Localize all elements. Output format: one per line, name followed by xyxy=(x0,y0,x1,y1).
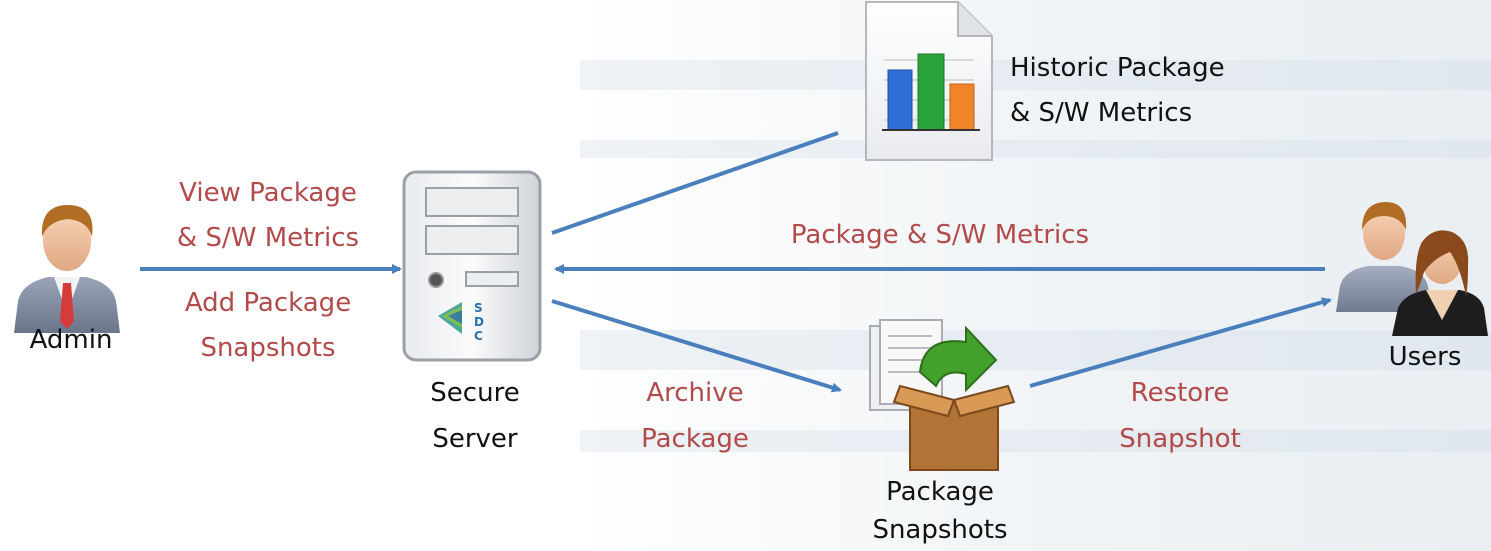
sdc-logo-icon xyxy=(438,302,462,334)
secure-server-icon: S D C xyxy=(402,170,542,362)
secure-server-label-line1: Secure xyxy=(430,378,520,408)
svg-text:D: D xyxy=(474,315,484,329)
arrow-snapshots-to-users xyxy=(1029,297,1332,388)
metrics-document-label-line1: Historic Package xyxy=(1010,53,1225,83)
edge-label-archive-package-line2: Package xyxy=(641,424,749,454)
secure-server-label-line2: Server xyxy=(432,424,518,454)
background-panel xyxy=(580,0,1491,551)
metrics-document-icon xyxy=(865,1,993,161)
svg-text:C: C xyxy=(474,329,483,343)
admin-label: Admin xyxy=(29,325,113,355)
package-snapshots-label-line2: Snapshots xyxy=(872,515,1008,545)
users-group-icon xyxy=(1336,202,1488,336)
metrics-document-label-line2: & S/W Metrics xyxy=(1010,98,1193,128)
edge-label-add-package-line2: Snapshots xyxy=(200,333,336,363)
package-snapshots-label-line1: Package xyxy=(886,477,994,507)
package-snapshots-icon xyxy=(869,319,1016,471)
edge-label-package-sw-metrics: Package & S/W Metrics xyxy=(790,220,1090,250)
users-label: Users xyxy=(1388,342,1462,372)
edge-label-restore-snapshot-line1: Restore xyxy=(1130,378,1230,408)
edge-label-add-package-line1: Add Package xyxy=(184,288,352,318)
arrow-server-to-snapshots xyxy=(551,299,842,393)
svg-text:S: S xyxy=(474,301,483,315)
edge-label-archive-package-line1: Archive xyxy=(646,378,744,408)
edge-label-restore-snapshot-line2: Snapshot xyxy=(1119,424,1241,454)
edge-label-view-package-line1: View Package xyxy=(179,178,357,208)
line-server-to-metrics xyxy=(551,131,839,235)
admin-person-icon xyxy=(14,205,120,333)
edge-label-view-package-line2: & S/W Metrics xyxy=(176,223,360,253)
